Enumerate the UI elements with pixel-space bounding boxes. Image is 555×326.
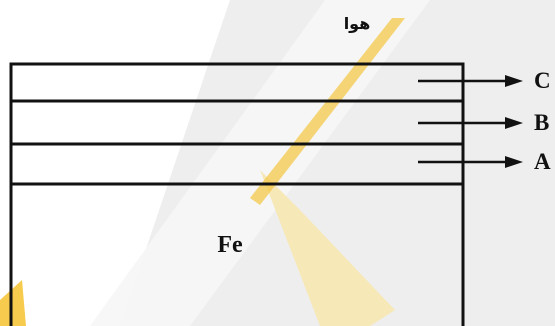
layer-label-a: A bbox=[534, 149, 551, 174]
layer-label-b: B bbox=[534, 110, 549, 135]
layer-arrow-c bbox=[418, 75, 523, 87]
substrate-label: Fe bbox=[217, 232, 243, 258]
watermark-yellow-corner bbox=[0, 280, 26, 326]
substrate-block bbox=[9, 62, 465, 326]
air-label: هوا bbox=[344, 14, 371, 33]
watermark-yellow-cone bbox=[260, 170, 395, 326]
layer-arrow-b bbox=[418, 117, 523, 129]
layer-arrow-a bbox=[418, 156, 523, 168]
layer-label-c: C bbox=[534, 68, 551, 93]
